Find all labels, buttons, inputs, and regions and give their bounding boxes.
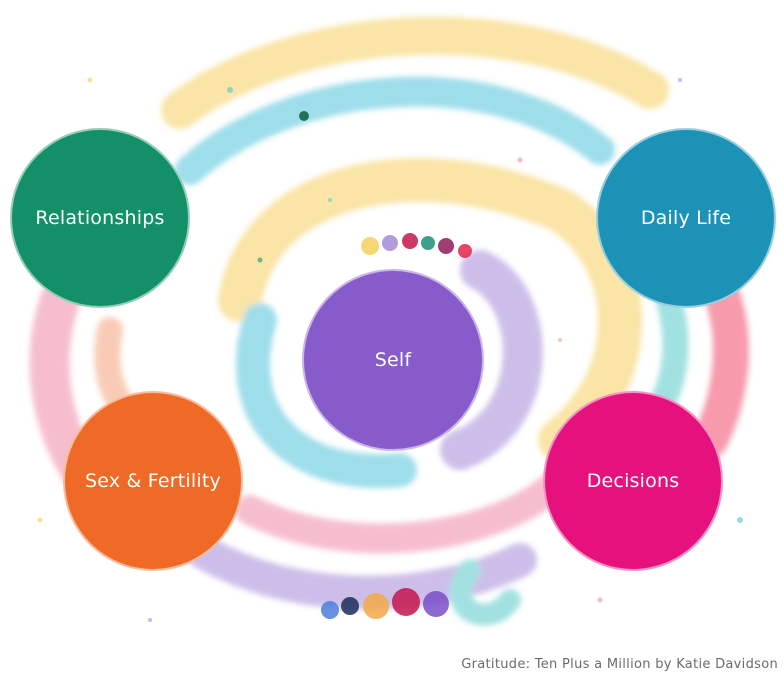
self-circle[interactable]: Self <box>302 269 484 451</box>
artwork-caption: Gratitude: Ten Plus a Million by Katie D… <box>461 657 778 672</box>
sex-fertility-circle[interactable]: Sex & Fertility <box>63 391 243 571</box>
relationships-label: Relationships <box>35 207 165 229</box>
decisions-circle[interactable]: Decisions <box>543 391 723 571</box>
daily-life-circle[interactable]: Daily Life <box>596 128 776 308</box>
relationships-circle[interactable]: Relationships <box>10 128 190 308</box>
self-label: Self <box>374 349 412 371</box>
decisions-label: Decisions <box>586 470 680 492</box>
daily-life-label: Daily Life <box>640 207 732 229</box>
sex-fertility-label: Sex & Fertility <box>85 470 221 492</box>
